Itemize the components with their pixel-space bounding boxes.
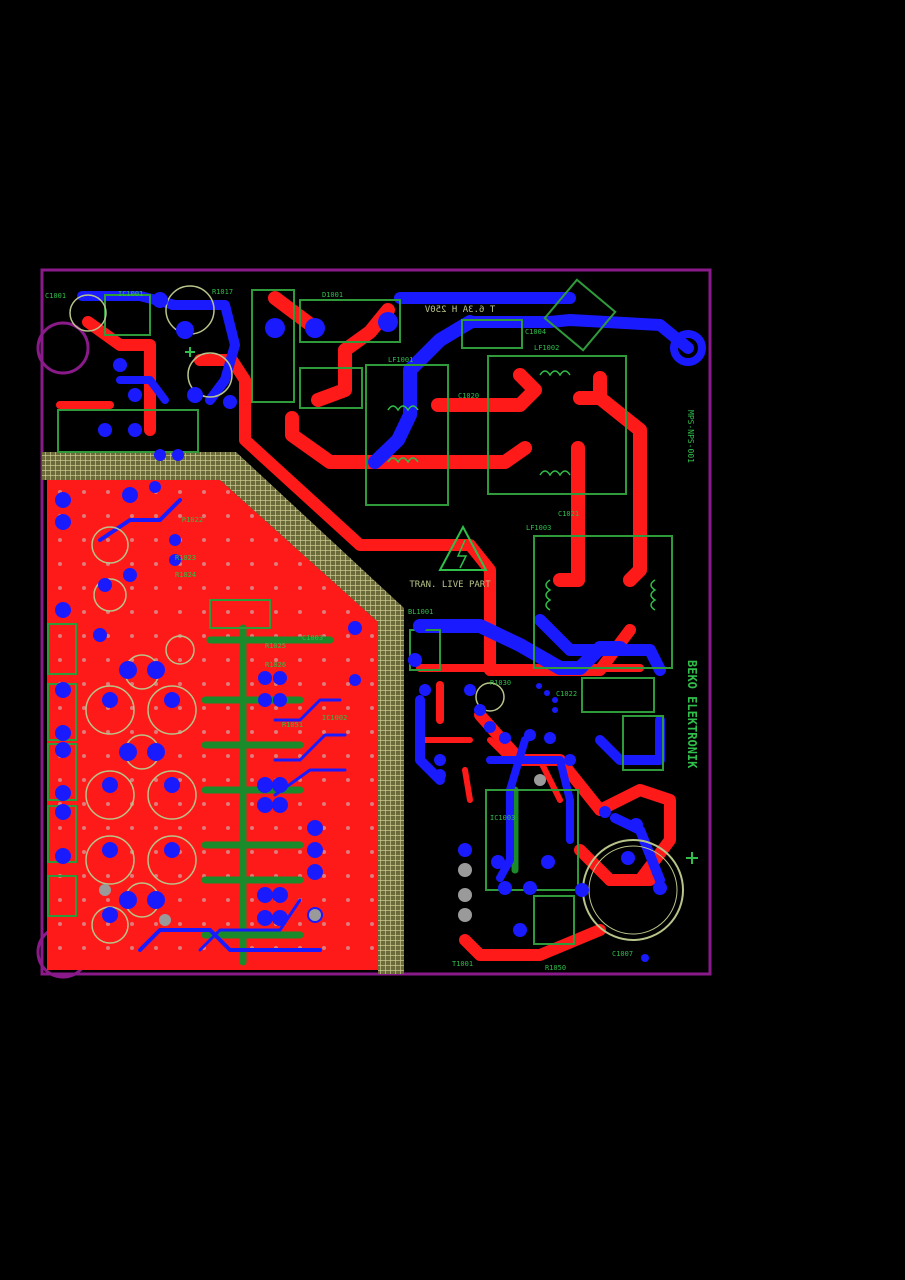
label-ic1003: IC1003 (490, 814, 515, 822)
label-r1030: R1030 (490, 679, 511, 687)
label-c1001: C1001 (45, 292, 66, 300)
label-lf1003: LF1003 (526, 524, 551, 532)
board-outline (40, 268, 712, 976)
mounting-hole-top-left (36, 321, 90, 375)
high-voltage-warning: TRAN. LIVE PART (409, 524, 491, 590)
label-c1021: C1021 (558, 510, 579, 518)
lightning-bolt-icon (456, 539, 468, 569)
label-r1050: R1050 (545, 964, 566, 972)
warning-text: TRAN. LIVE PART (409, 580, 491, 590)
label-bl1001: BL1001 (408, 608, 433, 616)
label-r1022: R1022 (182, 516, 203, 524)
label-lf1001: LF1001 (388, 356, 413, 364)
fuse-rating-label: T 6.3A H 250V (424, 305, 495, 315)
pads-plain (99, 774, 546, 926)
label-c1007: C1007 (612, 950, 633, 958)
mounting-hole-top-right (670, 330, 706, 366)
label-ic1002: IC1002 (322, 714, 347, 722)
warning-triangle-icon (438, 524, 488, 571)
silkscreen-labels: C1001 IC1001 R1017 R1022 R1023 R1024 R10… (45, 288, 633, 972)
polarity-marks (185, 347, 698, 864)
label-r1025: R1025 (265, 642, 286, 650)
label-d1001: D1001 (322, 291, 343, 299)
label-c1003: C1003 (302, 634, 323, 642)
label-r1023: R1023 (175, 554, 196, 562)
component-outlines (47, 278, 673, 945)
bottom-copper-traces (77, 291, 694, 952)
label-r1026: R1026 (265, 661, 286, 669)
manufacturer-label: BEKO ELEKTRONIK (685, 660, 699, 769)
pads-bottom (55, 292, 667, 962)
label-r1017: R1017 (212, 288, 233, 296)
label-lf1002: LF1002 (534, 344, 559, 352)
label-c1022: C1022 (556, 690, 577, 698)
capacitor-outlines (69, 285, 684, 944)
label-ic1001: IC1001 (118, 290, 143, 298)
label-c1004: C1004 (525, 328, 546, 336)
label-t1001: T1001 (452, 960, 473, 968)
label-c1020: C1020 (458, 392, 479, 400)
label-r1051: R1051 (282, 721, 303, 729)
board-id-label: MPS-NPS-001 (686, 410, 695, 463)
inductor-windings (387, 370, 657, 611)
label-r1024: R1024 (175, 571, 196, 579)
